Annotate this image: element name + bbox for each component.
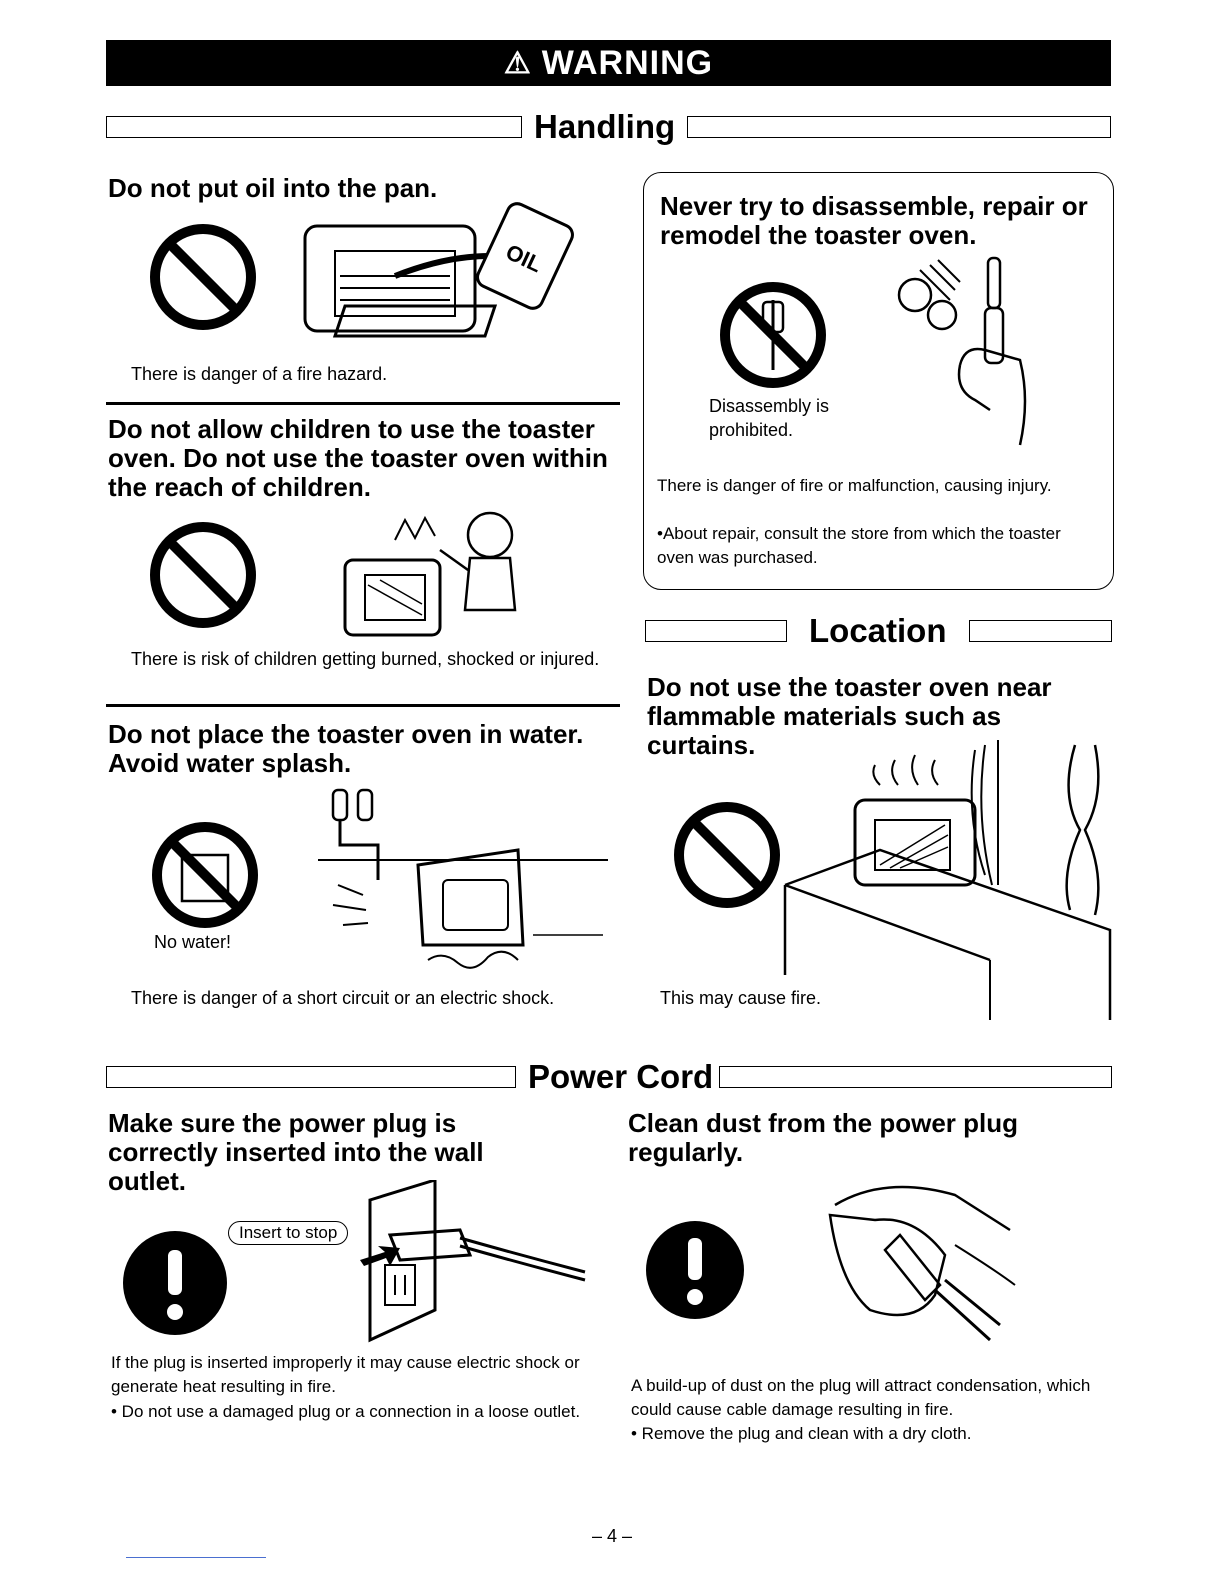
- disassemble-note: •About repair, consult the store from wh…: [657, 524, 1061, 567]
- location-section-header: Location: [645, 612, 1112, 650]
- power-cord-section-header: Power Cord: [106, 1058, 1112, 1096]
- dust-heading: Clean dust from the power plug regularly…: [628, 1108, 1019, 1167]
- sink-toaster-illustration: [318, 788, 608, 969]
- water-heading: Do not place the toaster oven in water. …: [108, 719, 584, 778]
- header-bar-right: [719, 1066, 1112, 1088]
- location-heading: Do not use the toaster oven near flammab…: [647, 672, 1052, 760]
- mandatory-action-icon: [646, 1221, 744, 1319]
- plug-caption: If the plug is inserted improperly it ma…: [111, 1353, 580, 1396]
- children-heading: Do not allow children to use the toaster…: [108, 414, 608, 502]
- header-bar-left: [106, 116, 522, 138]
- dust-caption: A build-up of dust on the plug will attr…: [631, 1376, 1091, 1419]
- water-caption: There is danger of a short circuit or an…: [131, 988, 555, 1008]
- page-number: – 4 –: [591, 1526, 633, 1546]
- plug-heading: Make sure the power plug is correctly in…: [108, 1108, 484, 1196]
- no-disassembly-icon: [720, 282, 826, 388]
- header-bar-right: [968, 620, 1112, 642]
- power-cord-section-title: Power Cord: [528, 1058, 714, 1095]
- no-water-label: No water!: [154, 932, 232, 952]
- oil-caption: There is danger of a fire hazard.: [131, 364, 388, 384]
- disassemble-caption: There is danger of fire or malfunction, …: [657, 476, 1052, 495]
- plug-note: • Do not use a damaged plug or a connect…: [111, 1402, 581, 1421]
- no-water-icon: [152, 822, 258, 928]
- location-section-title: Location: [809, 612, 947, 649]
- header-bar-left: [106, 1066, 516, 1088]
- location-caption: This may cause fire.: [660, 988, 822, 1008]
- divider: [106, 704, 620, 707]
- oil-heading: Do not put oil into the pan.: [108, 173, 438, 203]
- divider: [106, 402, 620, 405]
- mandatory-action-icon: [123, 1231, 227, 1335]
- warning-triangle-icon: ⚠: [503, 46, 532, 80]
- prohibition-icon: [150, 522, 256, 628]
- children-caption: There is risk of children getting burned…: [131, 649, 600, 669]
- warning-banner: ⚠ WARNING: [106, 40, 1111, 86]
- cleaning-plug-illustration: [828, 1185, 1016, 1342]
- disassemble-heading: Never try to disassemble, repair or remo…: [660, 191, 1088, 250]
- curtain-toaster-illustration: [783, 740, 1112, 1020]
- screwdriver-hand-illustration: [897, 256, 1027, 446]
- handling-section-header: Handling: [106, 108, 1111, 146]
- disassembly-label: Disassembly is prohibited.: [709, 396, 830, 440]
- header-bar-right: [687, 116, 1111, 138]
- disassembly-warning-card: [643, 172, 1114, 590]
- oil-pour-illustration: OIL: [303, 202, 574, 338]
- insert-to-stop-callout: Insert to stop: [228, 1221, 349, 1245]
- handling-section-title: Handling: [534, 108, 676, 145]
- prohibition-icon: [150, 224, 256, 330]
- header-bar-left: [645, 620, 787, 642]
- footer-line: [126, 1557, 266, 1558]
- banner-title: WARNING: [541, 43, 714, 82]
- plug-outlet-illustration: [360, 1180, 586, 1343]
- child-toaster-illustration: [343, 511, 517, 637]
- prohibition-icon: [674, 802, 780, 908]
- dust-note: • Remove the plug and clean with a dry c…: [631, 1424, 972, 1443]
